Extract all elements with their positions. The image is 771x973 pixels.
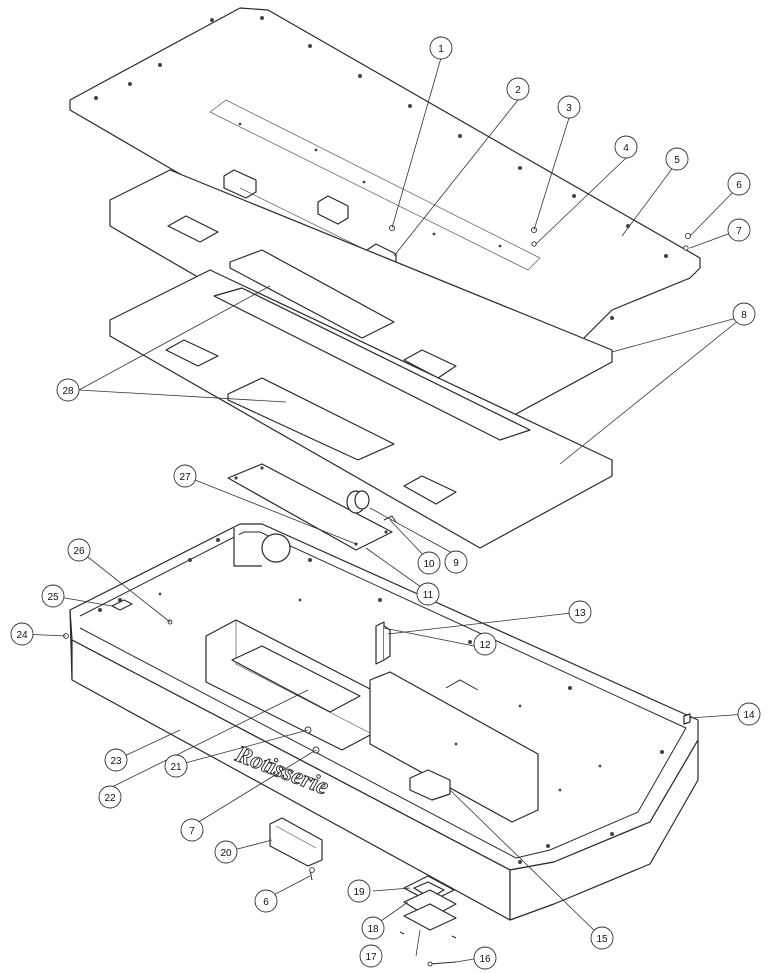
callout-12: 12 [473,632,497,656]
loose-part-14 [683,713,691,725]
callout-7: 7 [727,218,751,242]
callout-22: 22 [98,785,122,809]
callout-18: 18 [361,916,385,940]
svg-text:28: 28 [62,386,74,397]
callout-21: 21 [164,754,188,778]
callout-28: 28 [56,378,80,402]
callout-7-lower: 7 [180,818,204,842]
svg-text:18: 18 [367,924,379,935]
callout-25: 25 [41,584,65,608]
callout-10: 10 [417,551,441,575]
screw-16 [427,961,457,967]
callout-4: 4 [614,135,638,159]
callout-6-lower: 6 [254,889,278,913]
leader-lines [21,57,748,963]
lower-insulation-board [109,269,613,549]
svg-text:21: 21 [170,762,182,773]
screw-6-lower [309,867,315,881]
callout-8: 8 [732,302,756,326]
svg-text:14: 14 [743,710,755,721]
callout-13: 13 [568,600,592,624]
svg-text:3: 3 [566,103,572,114]
svg-text:5: 5 [674,155,680,166]
callout-27: 27 [173,464,197,488]
svg-text:1: 1 [438,44,444,55]
foot-assembly [399,875,457,939]
svg-text:25: 25 [47,592,59,603]
callout-5: 5 [665,147,689,171]
callout-16: 16 [473,946,497,970]
svg-text:23: 23 [110,756,122,767]
svg-text:22: 22 [104,793,116,804]
svg-text:7: 7 [736,226,742,237]
spacer-panel-upper [229,249,395,339]
svg-text:10: 10 [423,559,435,570]
callout-1: 1 [429,36,453,60]
svg-text:12: 12 [479,640,491,651]
base-tray [69,523,699,921]
callout-6: 6 [727,172,751,196]
svg-text:20: 20 [220,848,232,859]
callout-26: 26 [67,538,91,562]
svg-text:6: 6 [736,180,742,191]
callout-23: 23 [104,748,128,772]
loose-part-12-13 [375,621,391,665]
svg-text:8: 8 [741,310,747,321]
callout-11: 11 [416,582,440,606]
svg-text:27: 27 [179,472,191,483]
circuit-board [227,463,393,551]
callout-9: 9 [444,550,468,574]
svg-text:17: 17 [365,952,377,963]
svg-text:9: 9 [453,558,459,569]
svg-text:24: 24 [16,630,28,641]
svg-text:6: 6 [263,897,269,908]
svg-text:19: 19 [353,887,365,898]
bracket-20 [269,817,323,867]
svg-text:2: 2 [515,85,521,96]
callout-17: 17 [359,944,383,968]
svg-text:13: 13 [574,608,586,619]
svg-text:26: 26 [73,546,85,557]
callout-20: 20 [214,840,238,864]
callout-24: 24 [10,622,34,646]
callout-19: 19 [347,879,371,903]
callout-14: 14 [737,702,761,726]
svg-text:7: 7 [189,826,195,837]
callout-3: 3 [557,95,581,119]
motor [346,490,397,523]
svg-text:4: 4 [623,143,629,154]
svg-text:15: 15 [596,934,608,945]
svg-text:16: 16 [479,954,491,965]
callout-15: 15 [590,926,614,950]
callout-2: 2 [506,77,530,101]
svg-text:11: 11 [423,590,434,601]
